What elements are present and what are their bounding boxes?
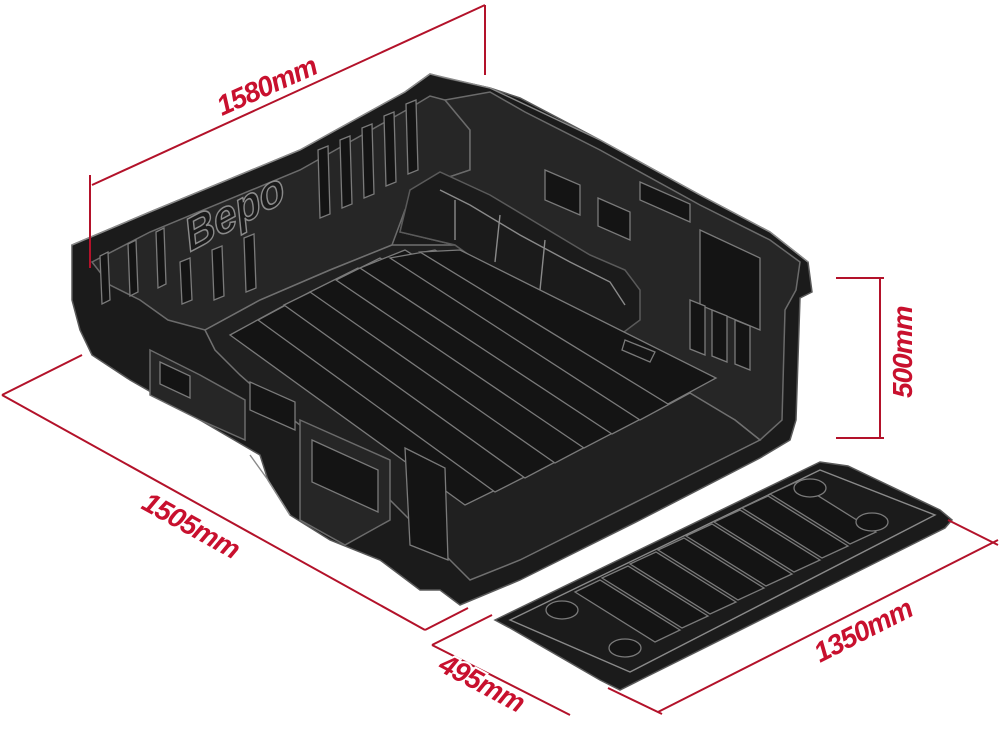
side-exterior — [149, 348, 449, 561]
right-wall-details — [544, 169, 761, 371]
floor-ribs — [228, 249, 718, 506]
dimension-label-tailgate-width: 1350mm — [809, 593, 918, 669]
dimension-label-width: 1505mm — [137, 486, 245, 565]
tie-down-pads — [545, 478, 889, 658]
tailgate-ribs — [573, 481, 878, 643]
tailgate-liner — [493, 461, 954, 691]
bed-liner: Bepo — [71, 73, 813, 606]
dimension-lines — [1, 4, 999, 716]
dimension-label-height: 500mm — [887, 306, 918, 398]
dimension-label-tailgate-depth: 495mm — [433, 647, 529, 718]
left-wall-ribs — [99, 99, 419, 306]
dimension-label-length: 1580mm — [212, 50, 322, 122]
